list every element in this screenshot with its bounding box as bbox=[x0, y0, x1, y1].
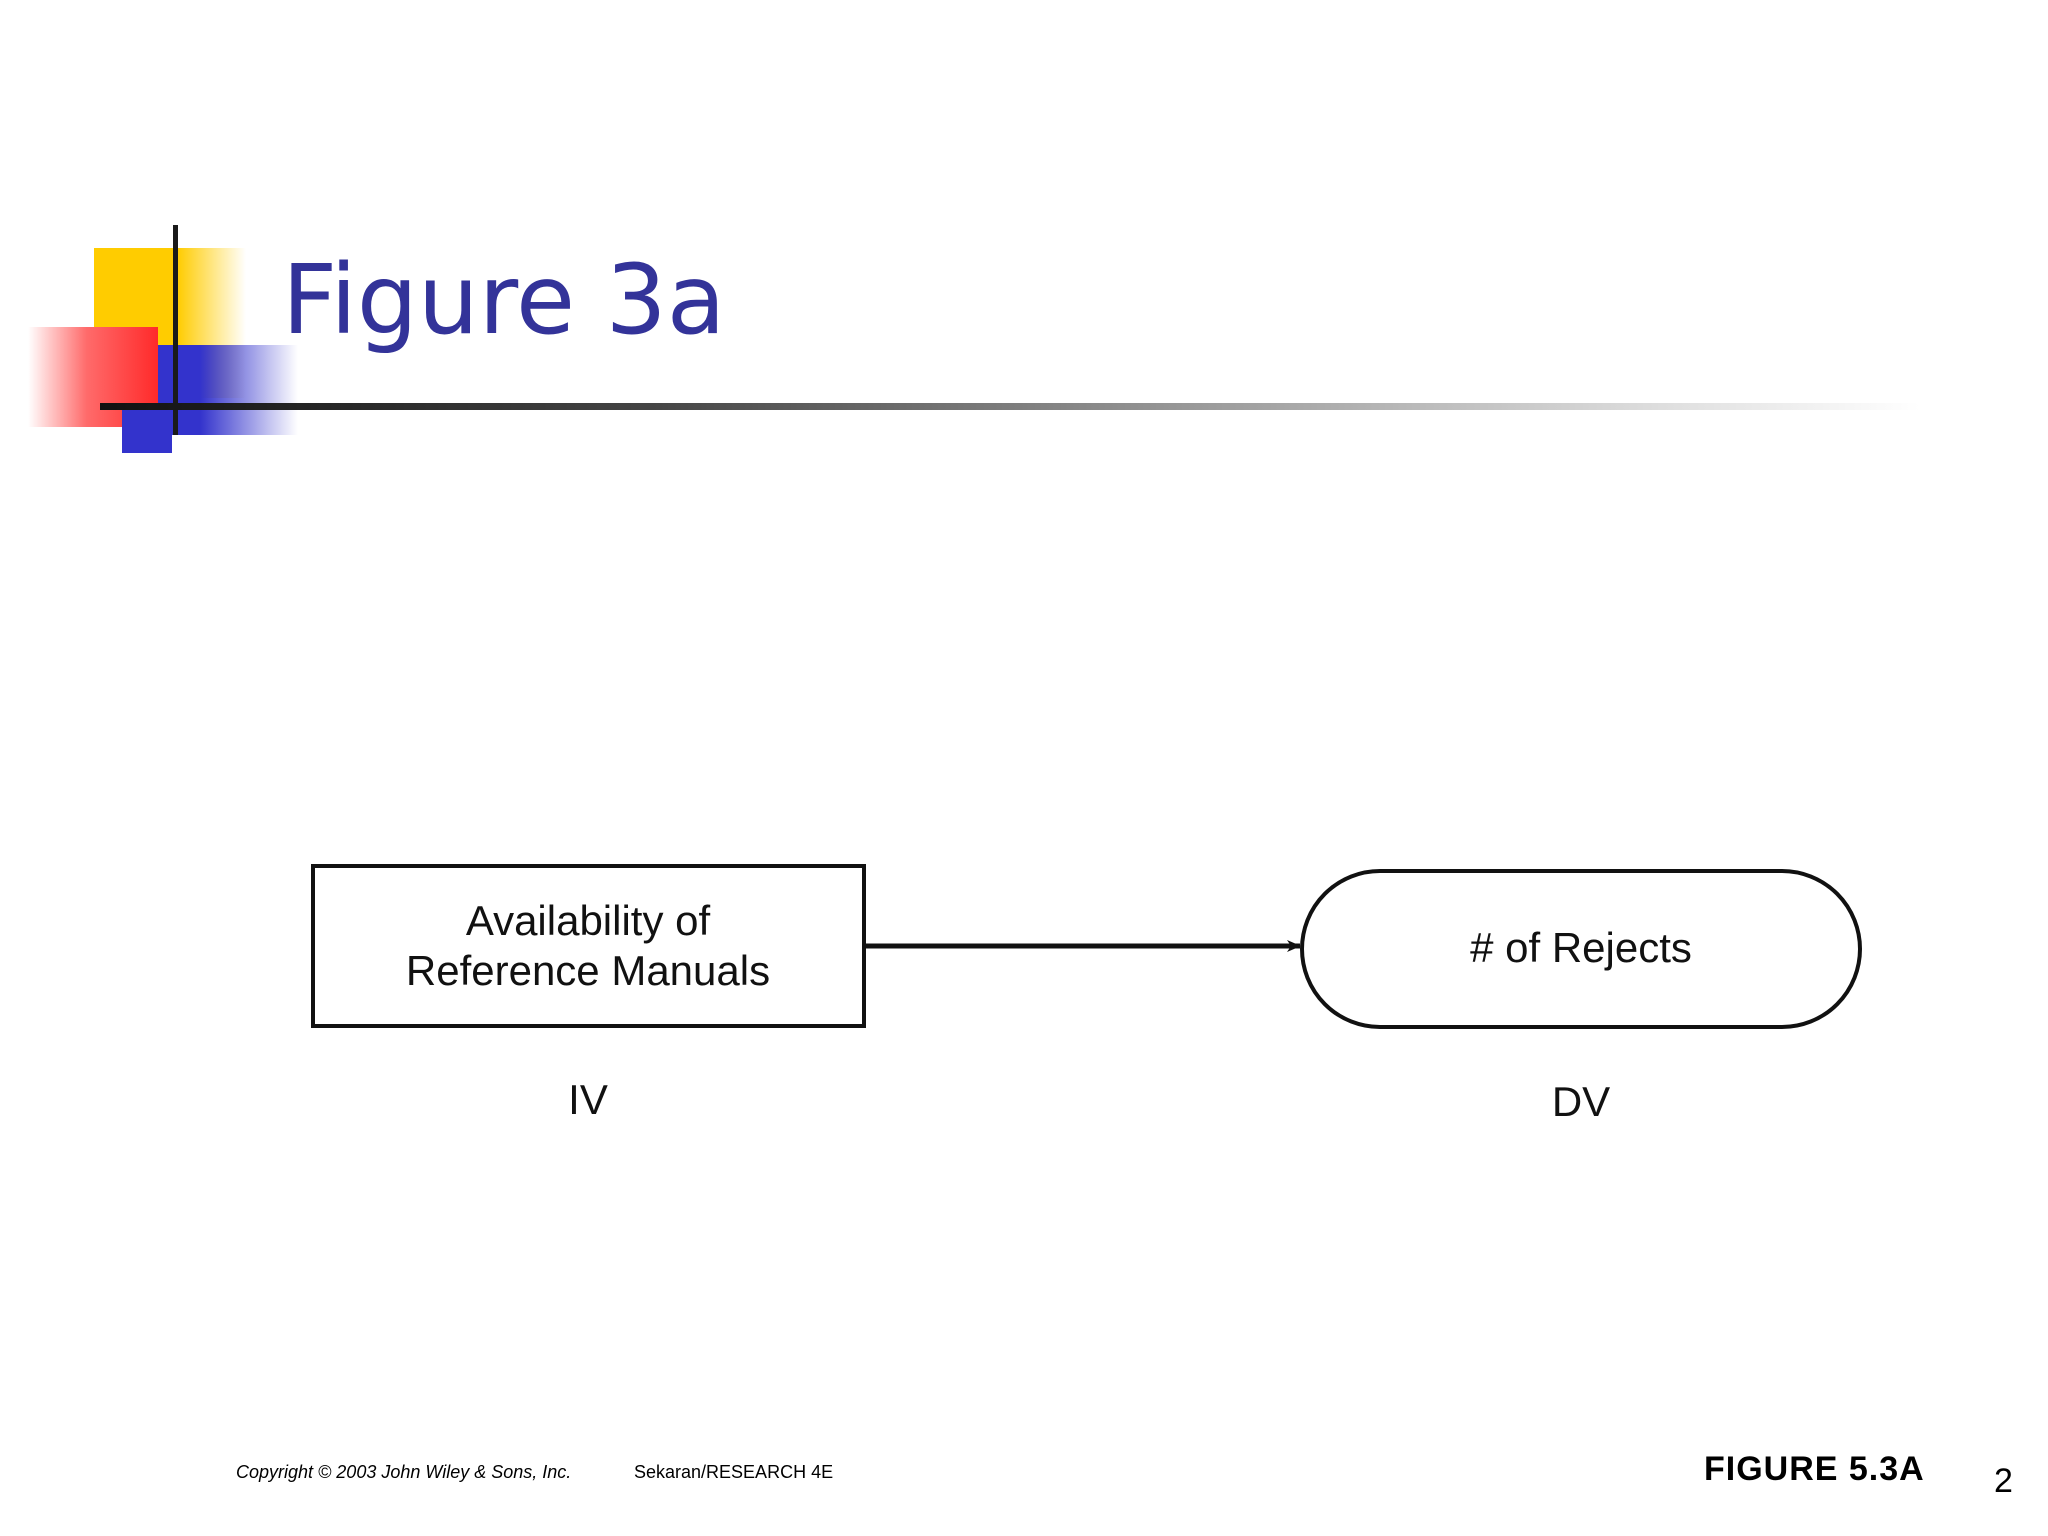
iv-box-line1: Availability of bbox=[466, 897, 711, 944]
iv-label: IV bbox=[568, 1076, 608, 1123]
page-title: Figure 3a bbox=[282, 244, 726, 356]
footer-book-title: Sekaran/RESEARCH 4E bbox=[634, 1462, 834, 1482]
decor-blue-square bbox=[158, 345, 298, 435]
footer-figure-label: FIGURE 5.3A bbox=[1704, 1450, 1925, 1488]
iv-box-line2: Reference Manuals bbox=[406, 947, 770, 994]
dv-label: DV bbox=[1552, 1078, 1610, 1125]
decor-blue-square-small bbox=[122, 408, 172, 453]
decor-vertical-line bbox=[173, 225, 178, 435]
title-underline bbox=[100, 403, 1920, 410]
slide-number: 2 bbox=[1994, 1462, 2012, 1500]
dv-box bbox=[1300, 869, 1862, 1029]
dv-box-text: # of Rejects bbox=[1470, 924, 1692, 971]
footer-copyright: Copyright © 2003 John Wiley & Sons, Inc. bbox=[236, 1462, 572, 1482]
iv-box bbox=[311, 864, 866, 1028]
